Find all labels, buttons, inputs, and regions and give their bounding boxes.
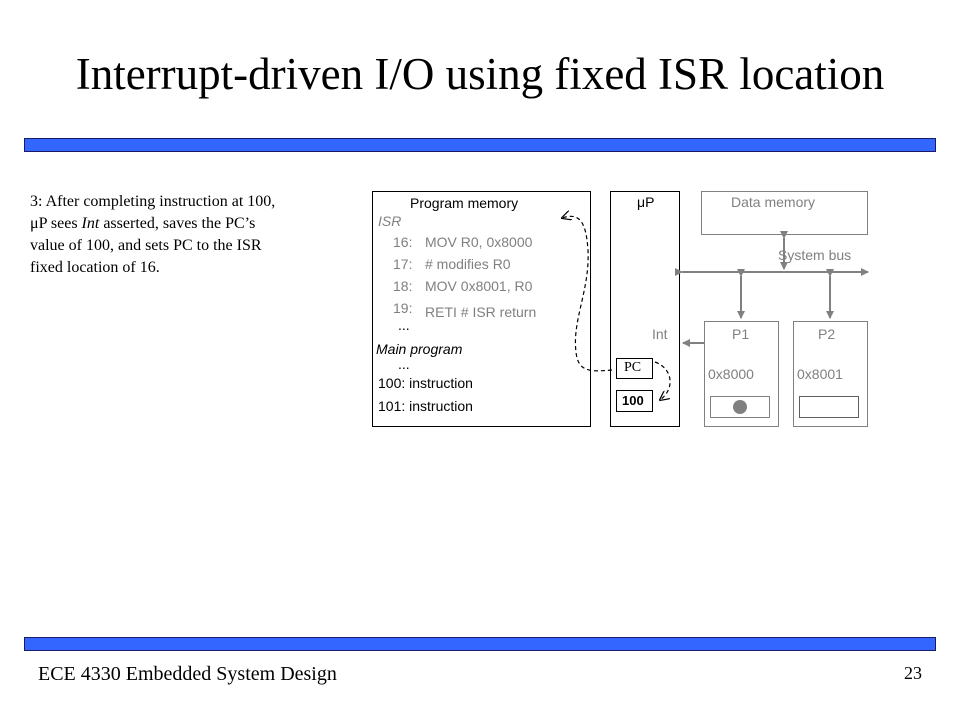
pc-to-value-dashed-arrow [654, 361, 671, 400]
pc-register-label-box [616, 358, 653, 379]
pc-register-label: PC [624, 360, 642, 375]
p1-address: 0x8000 [708, 366, 754, 382]
main-ellipsis: ... [398, 356, 410, 372]
pc-value-box [616, 390, 653, 412]
pc-value: 100 [622, 393, 644, 408]
top-divider-bar [24, 138, 936, 152]
program-memory-box [372, 191, 591, 427]
isr-addr-16: 16: [393, 234, 413, 250]
int-label: Int [652, 326, 668, 342]
page-number: 23 [904, 663, 922, 683]
isr-label: ISR [378, 213, 402, 229]
footer-course: ECE 4330 Embedded System Design [38, 663, 337, 685]
desc-rest: asserted, saves the PC’s [99, 215, 256, 232]
bottom-divider-bar [24, 637, 936, 651]
system-bus-label: System bus [778, 247, 852, 263]
main-line-100: 100: instruction [378, 375, 473, 391]
main-line-101: 101: instruction [378, 398, 473, 414]
data-memory-box [701, 191, 868, 235]
step-description: 3: After completing instruction at 100, … [30, 191, 330, 279]
slide-title: Interrupt-driven I/O using fixed ISR loc… [75, 49, 885, 99]
pc-to-isr-dashed-arrow [562, 216, 613, 372]
main-program-label: Main program [376, 341, 463, 357]
isr-instr-16: MOV R0, 0x8000 [425, 234, 533, 250]
isr-addr-19: 19: [393, 300, 413, 316]
isr-instr-19: RETI # ISR return [425, 304, 537, 320]
isr-instr-18: MOV 0x8001, R0 [425, 278, 533, 294]
program-memory-title: Program memory [410, 195, 519, 211]
p2-address: 0x8001 [797, 366, 843, 382]
desc-line-2: μP sees Int asserted, saves the PC’s [30, 213, 330, 235]
processor-box [610, 191, 680, 427]
isr-instr-17: # modifies R0 [425, 256, 511, 272]
isr-addr-17: 17: [393, 256, 413, 272]
p1-data-dot [733, 400, 747, 414]
p1-label: P1 [732, 326, 750, 342]
desc-int: Int [81, 215, 100, 232]
desc-line-3: value of 100, and sets PC to the ISR [30, 237, 262, 254]
processor-label: μP [637, 194, 655, 210]
p2-label: P2 [818, 326, 836, 342]
desc-line-1: 3: After completing instruction at 100, [30, 193, 276, 210]
p2-register [799, 396, 859, 418]
desc-mu: μP sees [30, 215, 82, 232]
isr-addr-18: 18: [393, 278, 413, 294]
isr-ellipsis: ... [398, 317, 410, 333]
data-memory-label: Data memory [731, 194, 816, 210]
desc-line-4: fixed location of 16. [30, 259, 160, 276]
